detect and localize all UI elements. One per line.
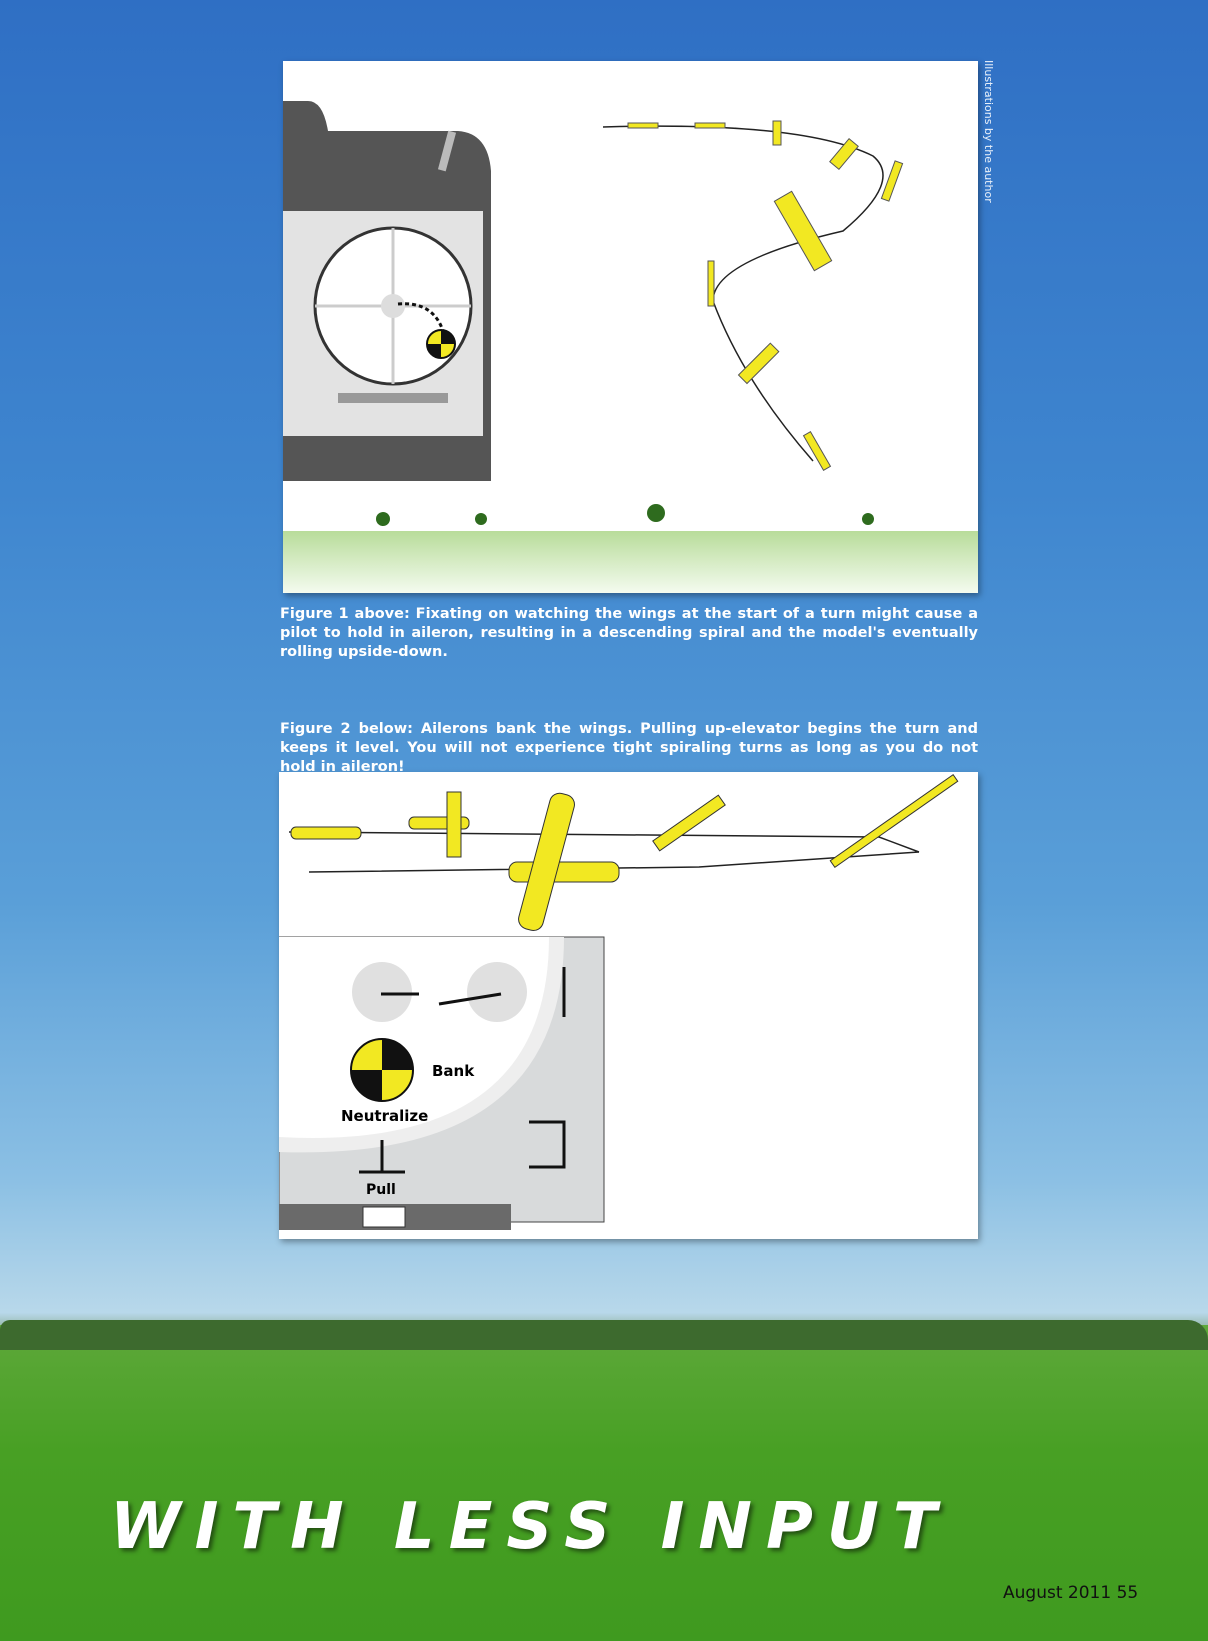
pull-label: Pull — [366, 1182, 396, 1198]
neutralize-label: Neutralize — [341, 1107, 429, 1125]
ground — [283, 531, 978, 593]
planes — [627, 120, 904, 472]
treeline — [0, 1320, 1208, 1350]
figure-2-illustration: Bank Neutralize Pull — [279, 772, 978, 1239]
planes — [290, 774, 959, 931]
illustration-credit: Illustrations by the author — [982, 60, 995, 203]
page-folio: August 2011 55 — [1003, 1583, 1139, 1603]
bank-label: Bank — [432, 1062, 475, 1080]
tree-icons — [376, 504, 874, 526]
grass-field — [0, 1325, 1208, 1641]
headline: WITH LESS INPUT — [110, 1490, 951, 1564]
figure-1-illustration — [283, 61, 978, 593]
figure-1-caption: Figure 1 above: Fixating on watching the… — [280, 606, 978, 660]
transmitter-icon — [283, 101, 491, 481]
figure-2-caption: Figure 2 below: Ailerons bank the wings.… — [280, 721, 978, 775]
flight-path — [602, 125, 884, 462]
